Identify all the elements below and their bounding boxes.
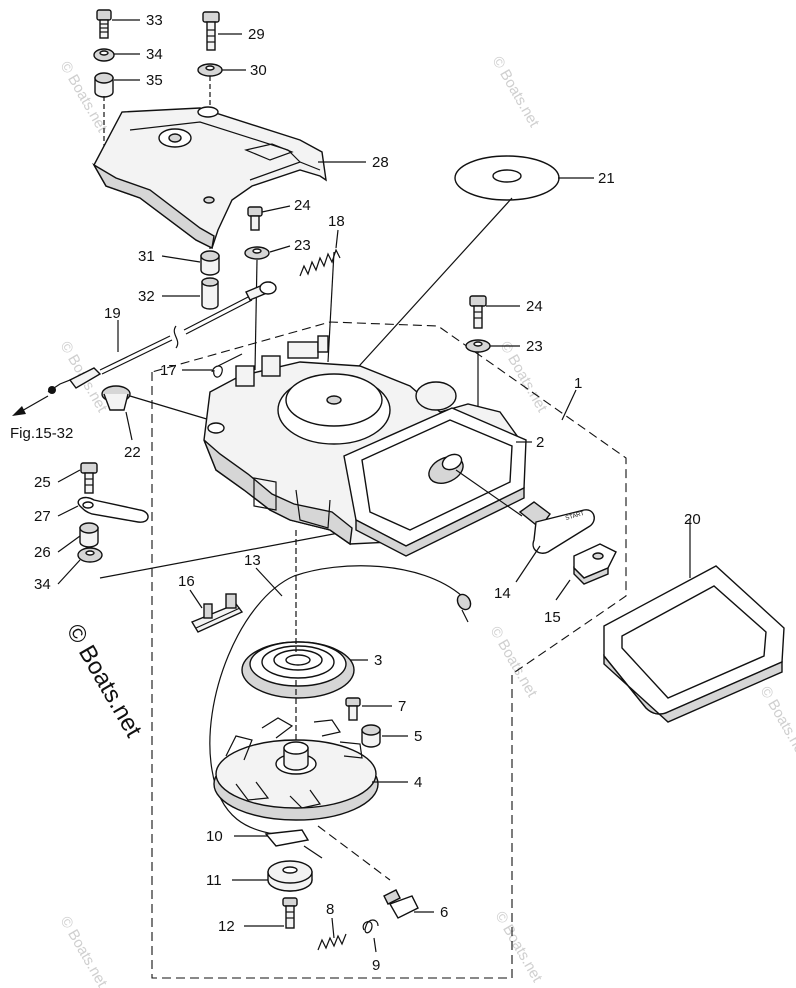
- label-25: 25: [34, 474, 51, 491]
- label-34-lower: 34: [34, 576, 51, 593]
- screw-7: [345, 697, 361, 721]
- rope-13: [209, 565, 472, 835]
- label-26: 26: [34, 544, 51, 561]
- label-15: 15: [544, 609, 561, 626]
- label-14: 14: [494, 585, 511, 602]
- label-3: 3: [374, 652, 382, 669]
- bolt-25: [80, 462, 98, 494]
- collar-31: [200, 250, 220, 276]
- mainspring-3: [241, 530, 355, 699]
- lever-27: [77, 496, 149, 523]
- spring-9: [362, 919, 379, 934]
- reference-arrow: Fig.15-32: [10, 395, 73, 442]
- watermark: © Boats.net: [757, 684, 796, 761]
- label-24-lower: 24: [526, 298, 543, 315]
- label-17: 17: [160, 362, 177, 379]
- pawl-6: [317, 825, 419, 919]
- label-23-lower: 23: [526, 338, 543, 355]
- washer-34-lower: [77, 531, 345, 579]
- starter-handle-14: START: [518, 501, 595, 554]
- watermark: © Boats.net: [57, 914, 111, 988]
- watermark: © Boats.net: [492, 909, 546, 986]
- label-31: 31: [138, 248, 155, 265]
- reference-label: Fig.15-32: [10, 425, 73, 442]
- label-5: 5: [414, 728, 422, 745]
- gasket-20: [603, 528, 785, 723]
- label-34-top: 34: [146, 46, 163, 63]
- label-20: 20: [684, 511, 701, 528]
- spring-18: [299, 248, 341, 363]
- reel-4: [213, 680, 379, 821]
- label-16: 16: [178, 573, 195, 590]
- watermark-main: © Boats.net: [61, 620, 147, 743]
- label-19: 19: [104, 305, 121, 322]
- cover-group: [92, 9, 327, 310]
- spring-17: [211, 353, 243, 378]
- label-35: 35: [146, 72, 163, 89]
- label-22: 22: [124, 444, 141, 461]
- collar-26: [79, 522, 99, 548]
- label-27: 27: [34, 508, 51, 525]
- bolt-24-upper: [247, 206, 263, 231]
- washer-23-upper: [244, 246, 270, 371]
- handle-bracket-2: [343, 407, 527, 557]
- bolt-12: [282, 897, 298, 929]
- label-30: 30: [250, 62, 267, 79]
- label-29: 29: [248, 26, 265, 43]
- label-11: 11: [206, 872, 222, 889]
- assembly-boundary: [151, 321, 627, 979]
- label-10: 10: [206, 828, 223, 845]
- bolt-29: [202, 11, 220, 51]
- bolt-33: [96, 9, 112, 39]
- label-33: 33: [146, 12, 163, 29]
- cover-28: [92, 106, 327, 250]
- label-21: 21: [598, 170, 615, 187]
- collar-5: [361, 724, 381, 748]
- bolt-24-lower: [469, 295, 487, 329]
- label-13: 13: [244, 552, 261, 569]
- label-28: 28: [372, 154, 389, 171]
- cam-22: [101, 385, 211, 421]
- label-18: 18: [328, 213, 345, 230]
- sleeve-32: [201, 277, 219, 310]
- spring-8: [317, 933, 347, 951]
- watermark: © Boats.net: [497, 339, 551, 416]
- label-32: 32: [138, 288, 155, 305]
- watermark: © Boats.net: [489, 54, 543, 131]
- label-9: 9: [372, 957, 380, 974]
- label-7: 7: [398, 698, 406, 715]
- label-4: 4: [414, 774, 422, 791]
- washer-23-lower: [465, 339, 491, 412]
- drive-plate-11: [267, 860, 313, 892]
- label-6: 6: [440, 904, 448, 921]
- label-24-upper: 24: [294, 197, 311, 214]
- label-2: 2: [536, 434, 544, 451]
- bracket-16: [190, 593, 244, 633]
- label-8: 8: [326, 901, 334, 918]
- collar-35: [94, 72, 114, 98]
- callouts: 33 34 35 29 30 28 21 24 23 18 31 32 19 1…: [34, 12, 701, 974]
- label-12: 12: [218, 918, 235, 935]
- grommet-15: [573, 543, 617, 585]
- handle-text: START: [565, 511, 585, 522]
- label-23-upper: 23: [294, 237, 311, 254]
- plate-10: [264, 829, 323, 859]
- cable-19: [47, 281, 277, 394]
- label-1: 1: [574, 375, 582, 392]
- watermark: © Boats.net: [487, 624, 541, 701]
